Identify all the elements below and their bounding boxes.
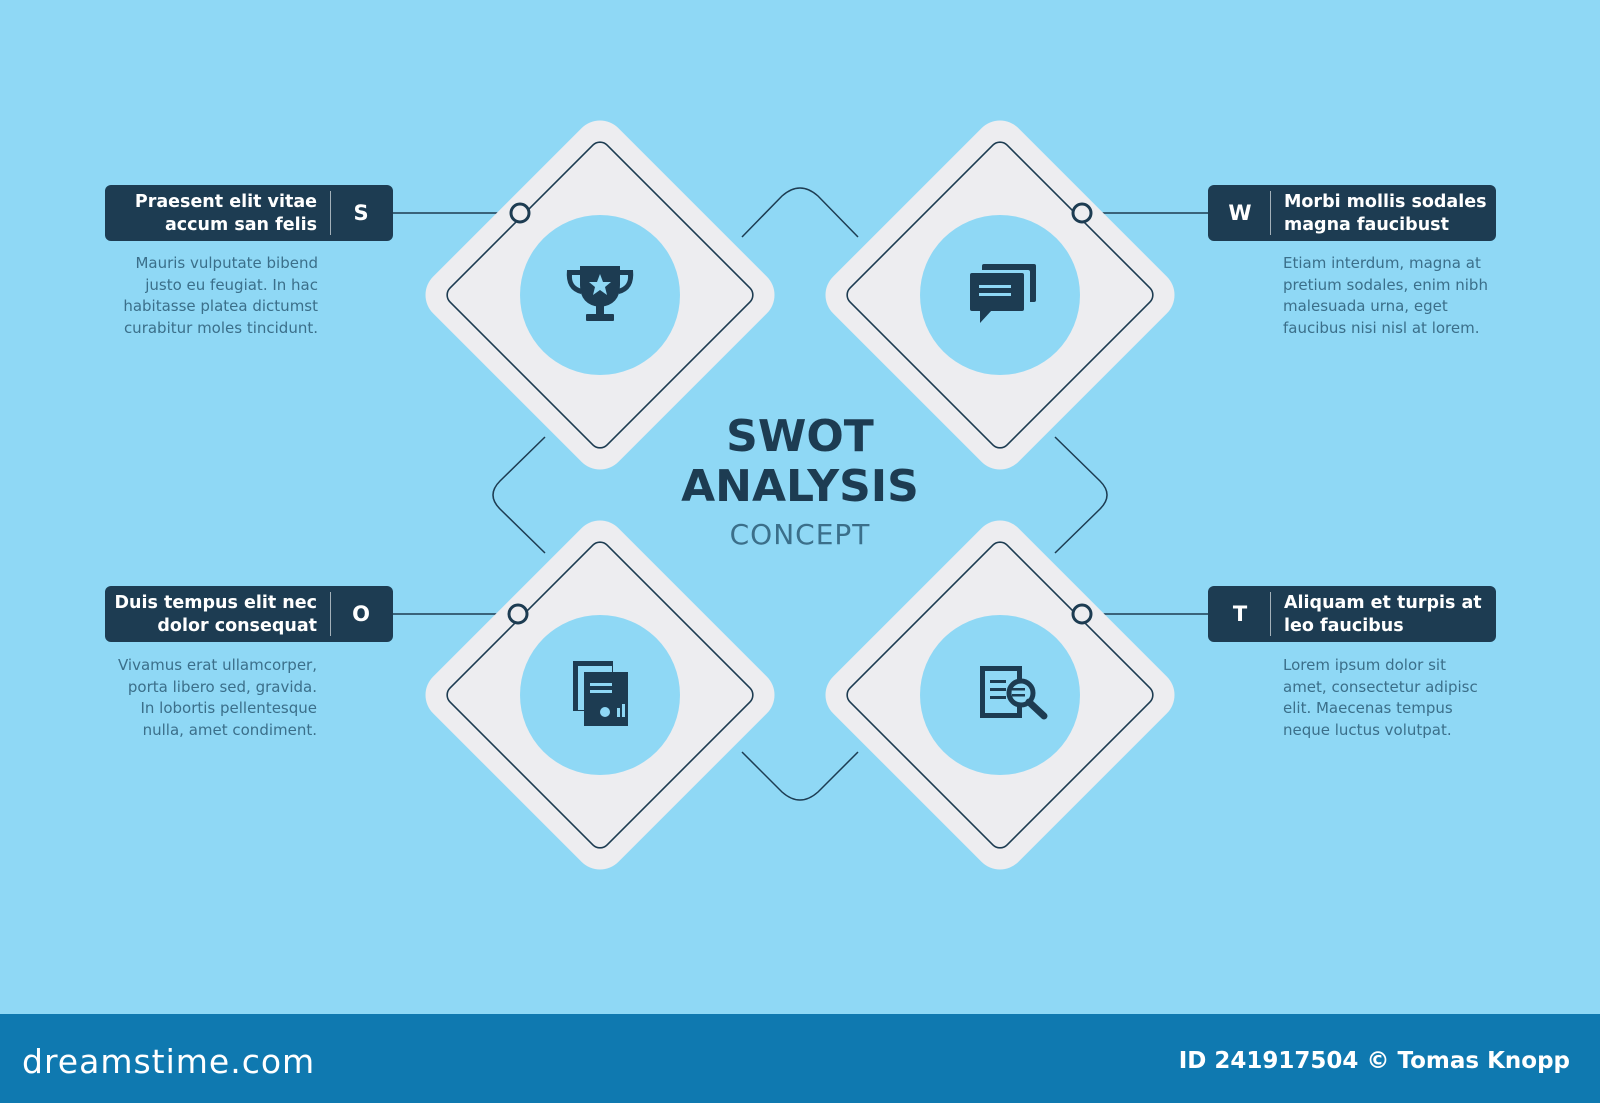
strengths-heading: Praesent elit vitae accum san felis [134,192,317,235]
diagram-canvas [393,120,1208,870]
connector-left [492,436,546,554]
connector-bottom [741,751,859,801]
label-divider [330,592,331,636]
node-t [1071,603,1093,625]
threats-heading: Aliquam et turpis at leo faucibus [1284,593,1482,636]
strengths-description: Mauris vulputate bibend justo eu feugiat… [123,254,318,337]
document-search-icon [980,666,1048,720]
node-w [1071,202,1093,224]
opportunities-heading: Duis tempus elit nec dolor consequat [114,593,317,636]
connector-top [741,187,859,238]
weaknesses-description: Etiam interdum, magna at pretium sodales… [1283,254,1488,337]
chat-bubbles-icon [970,264,1036,323]
opportunities-letter: O [352,602,370,626]
weaknesses-heading: Morbi mollis sodales magna faucibust [1284,192,1487,235]
title-line-swot: SWOT [726,411,874,462]
documents-chart-icon [573,661,628,726]
footer-credit: ID 241917504 © Tomas Knopp [1178,1048,1570,1074]
weaknesses-letter: W [1228,201,1252,225]
swot-diagram: Praesent elit vitae accum san felis S Ma… [105,120,1496,870]
threats-description: Lorem ipsum dolor sit amet, consectetur … [1283,656,1478,739]
label-weaknesses: W Morbi mollis sodales magna faucibust [1208,185,1496,241]
connector-right [1054,436,1108,554]
opportunities-description: Vivamus erat ullamcorper, porta libero s… [117,656,317,739]
strengths-letter: S [353,201,369,225]
label-opportunities: Duis tempus elit nec dolor consequat O [105,586,393,642]
title-line-concept: CONCEPT [729,518,871,551]
label-threats: T Aliquam et turpis at leo faucibus [1208,586,1496,642]
threats-letter: T [1232,602,1248,626]
label-strengths: Praesent elit vitae accum san felis S [105,185,393,241]
label-divider [1270,191,1271,235]
node-s [509,202,531,224]
trophy-icon [566,266,634,321]
label-divider [1270,592,1271,636]
label-divider [330,191,331,235]
footer-brand: dreamstime.com [22,1042,316,1081]
node-o [507,603,529,625]
footer-bar: dreamstime.com ID 241917504 © Tomas Knop… [0,1014,1600,1103]
title-line-analysis: ANALYSIS [681,461,919,512]
